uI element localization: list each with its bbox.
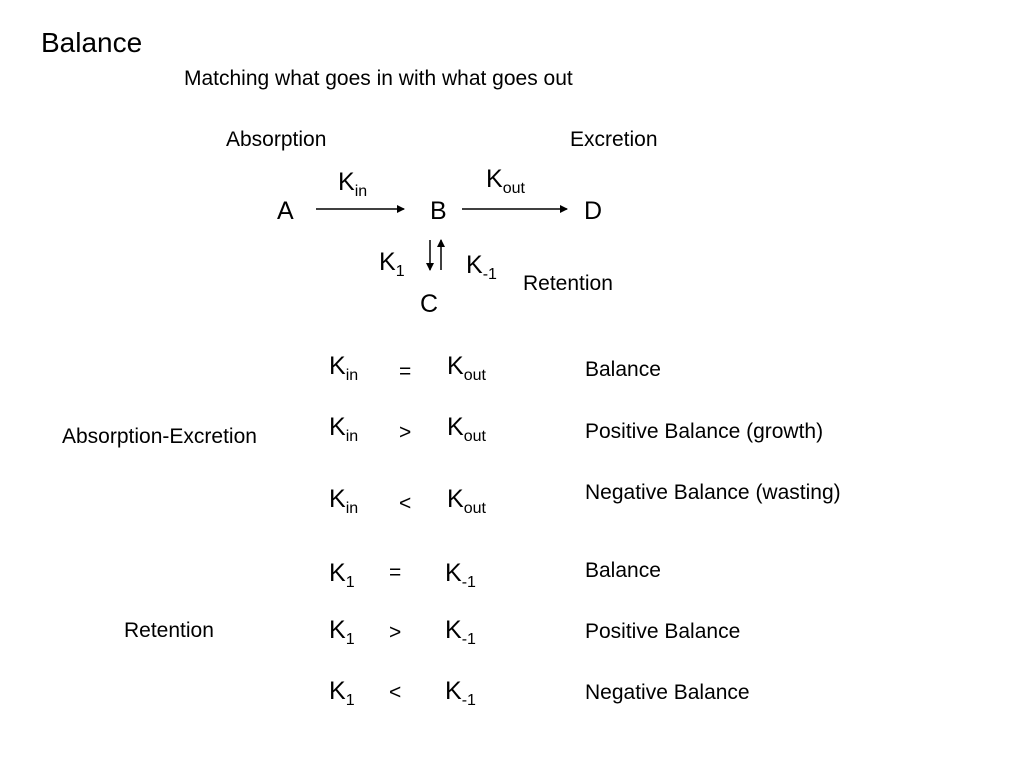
slide-title: Balance (41, 27, 143, 58)
ae-row1-op: = (399, 360, 412, 383)
ae-row3-result: Negative Balance (wasting) (585, 481, 841, 504)
ae-row3-left: Kin (329, 485, 359, 517)
rate-kout: Kout (486, 165, 525, 197)
rate-kin-base: K (338, 168, 355, 196)
ret-row2-right: K-1 (445, 616, 476, 648)
ae-row2-left: Kin (329, 413, 359, 445)
node-c: C (420, 290, 439, 318)
ae-row1-result: Balance (585, 358, 661, 381)
node-a: A (277, 197, 294, 225)
ae-row1-right: Kout (447, 352, 486, 384)
ae-row2-right: Kout (447, 413, 486, 445)
retention-section-label: Retention (124, 619, 214, 642)
ret-row1-result: Balance (585, 559, 661, 582)
rate-k1-sub: 1 (395, 263, 405, 280)
ae-row2-op: > (399, 421, 412, 444)
slide-subtitle: Matching what goes in with what goes out (184, 67, 573, 90)
rate-kneg1-base: K (466, 251, 483, 279)
ae-row1-left: Kin (329, 352, 359, 384)
ret-row1-right: K-1 (445, 559, 476, 591)
ae-row2-result: Positive Balance (growth) (585, 420, 824, 443)
ret-row1-op: = (389, 561, 402, 584)
ret-row3-right: K-1 (445, 677, 476, 709)
rate-kin-sub: in (354, 183, 368, 200)
absorption-excretion-label: Absorption-Excretion (62, 425, 257, 448)
ret-row3-left: K1 (329, 677, 355, 709)
rate-kout-sub: out (502, 180, 525, 197)
rate-kout-base: K (486, 165, 503, 193)
node-d: D (584, 197, 603, 225)
excretion-label: Excretion (570, 128, 658, 151)
ret-row2-left: K1 (329, 616, 355, 648)
ret-row2-op: > (389, 621, 402, 644)
rate-k1: K1 (379, 248, 405, 280)
ret-row3-result: Negative Balance (585, 681, 750, 704)
rate-k1-base: K (379, 248, 396, 276)
rate-kin: Kin (338, 168, 367, 200)
retention-label: Retention (523, 272, 613, 295)
absorption-label: Absorption (226, 128, 327, 151)
ae-row3-op: < (399, 492, 412, 515)
rate-kneg1-sub: -1 (482, 266, 497, 283)
ae-row3-right: Kout (447, 485, 486, 517)
node-b: B (430, 197, 447, 225)
rate-kneg1: K-1 (466, 251, 497, 283)
ret-row3-op: < (389, 681, 402, 704)
ret-row2-result: Positive Balance (585, 620, 741, 643)
ret-row1-left: K1 (329, 559, 355, 591)
